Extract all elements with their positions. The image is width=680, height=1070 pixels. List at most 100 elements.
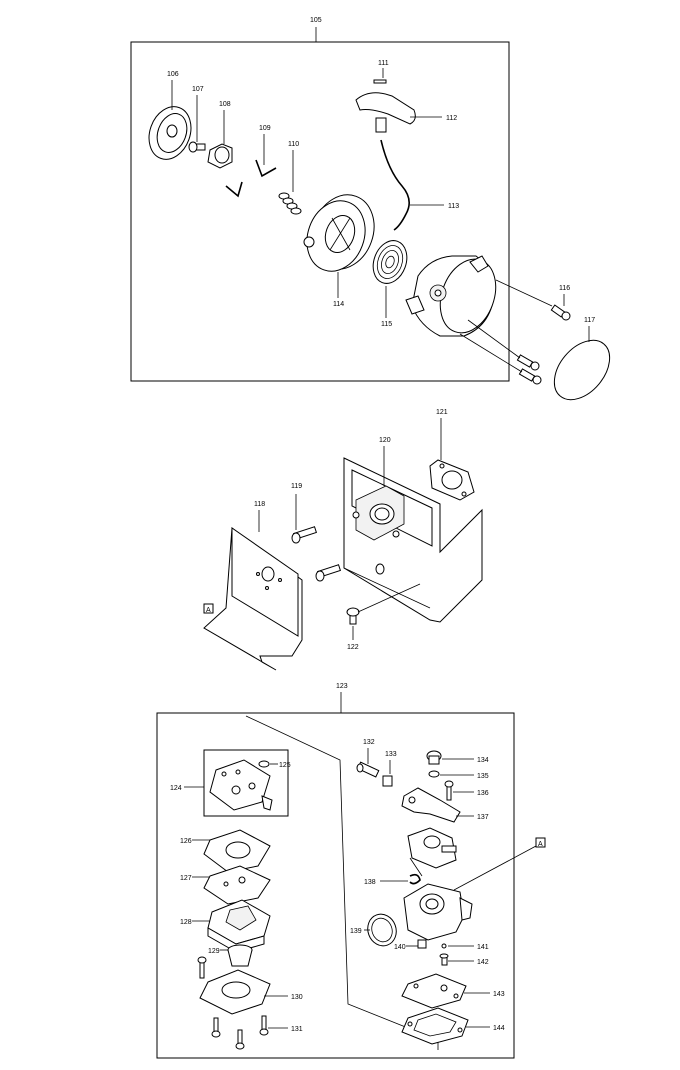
bolt-mount-lower bbox=[315, 564, 342, 582]
label-127: 127 bbox=[180, 875, 192, 882]
bolt-116 bbox=[550, 304, 571, 321]
clip-138 bbox=[409, 873, 421, 885]
guide-line bbox=[245, 715, 439, 1050]
label-139: 139 bbox=[350, 928, 362, 935]
pump-body-128 bbox=[207, 899, 271, 953]
marker-a-left-box bbox=[203, 603, 214, 614]
hex-key-109 bbox=[255, 159, 277, 178]
label-120: 120 bbox=[379, 437, 391, 444]
ball-141 bbox=[441, 943, 447, 949]
label-132: 132 bbox=[363, 739, 375, 746]
plug-140 bbox=[417, 939, 427, 949]
diaphragm-127 bbox=[203, 865, 271, 905]
label-112: 112 bbox=[446, 115, 457, 122]
starter-pulley-plate bbox=[148, 106, 192, 160]
label-110: 110 bbox=[288, 141, 299, 148]
label-133: 133 bbox=[385, 751, 397, 758]
throttle-body bbox=[407, 827, 457, 877]
label-141: 141 bbox=[477, 944, 489, 951]
mount-assembly-group: 118 A 119 120 bbox=[203, 409, 483, 671]
label-108: 108 bbox=[219, 101, 231, 108]
label-142: 142 bbox=[477, 959, 489, 966]
starter-rope-113 bbox=[380, 139, 410, 231]
o-ring-139 bbox=[367, 913, 397, 947]
label-107: 107 bbox=[192, 86, 204, 93]
ratchet-108 bbox=[207, 143, 233, 169]
label-130: 130 bbox=[291, 994, 303, 1001]
label-137: 137 bbox=[477, 814, 489, 821]
case-bolt-upper bbox=[516, 354, 540, 371]
diaphragm-143 bbox=[401, 973, 467, 1009]
bracket-120 bbox=[343, 457, 483, 623]
lever-137 bbox=[401, 787, 461, 823]
label-118: 118 bbox=[254, 501, 265, 508]
label-134: 134 bbox=[477, 757, 489, 764]
carburetor-body bbox=[403, 883, 473, 941]
carburetor-frame bbox=[156, 712, 515, 1059]
label-128: 128 bbox=[180, 919, 192, 926]
label-121: 121 bbox=[436, 409, 448, 416]
marker-a-right-box bbox=[535, 837, 546, 848]
heat-plate-118 bbox=[203, 527, 303, 671]
cover-screw-mid bbox=[235, 1029, 245, 1050]
spring-110 bbox=[278, 192, 302, 215]
screw-136 bbox=[444, 780, 454, 801]
label-109: 109 bbox=[259, 125, 271, 132]
kit-box-124 bbox=[203, 749, 289, 817]
label-105: 105 bbox=[310, 17, 322, 24]
label-136: 136 bbox=[477, 790, 489, 797]
starter-frame bbox=[130, 41, 510, 382]
label-131: 131 bbox=[291, 1026, 303, 1033]
screw-107 bbox=[188, 141, 206, 153]
case-bolt-lower bbox=[518, 368, 542, 385]
primer-bulb-129 bbox=[227, 944, 253, 967]
label-123: 123 bbox=[336, 683, 348, 690]
gasket-117 bbox=[553, 339, 611, 401]
cover-screw-left bbox=[211, 1017, 221, 1038]
label-138: 138 bbox=[364, 879, 376, 886]
screw-131 bbox=[259, 1015, 269, 1036]
label-125: 125 bbox=[279, 762, 291, 769]
starter-case bbox=[405, 255, 497, 337]
cover-screw-top bbox=[197, 956, 207, 979]
starter-handle-112 bbox=[355, 92, 416, 133]
label-135: 135 bbox=[477, 773, 489, 780]
knob-134 bbox=[426, 750, 442, 765]
label-129: 129 bbox=[208, 948, 220, 955]
label-114: 114 bbox=[333, 301, 344, 308]
label-144: 144 bbox=[493, 1025, 505, 1032]
pump-cover-in-kit bbox=[209, 759, 273, 811]
gasket-144 bbox=[401, 1007, 469, 1045]
nut-133 bbox=[382, 775, 393, 787]
label-122: 122 bbox=[347, 644, 359, 651]
screw-122 bbox=[346, 607, 360, 625]
pin-111 bbox=[373, 79, 387, 84]
label-113: 113 bbox=[448, 203, 459, 210]
marker-a-right: A bbox=[538, 841, 543, 848]
label-140: 140 bbox=[394, 944, 406, 951]
label-111: 111 bbox=[378, 60, 389, 67]
label-124: 124 bbox=[170, 785, 182, 792]
label-116: 116 bbox=[559, 285, 570, 292]
label-115: 115 bbox=[381, 321, 392, 328]
marker-a-left: A bbox=[206, 607, 211, 614]
label-143: 143 bbox=[493, 991, 505, 998]
washer-135 bbox=[428, 770, 440, 778]
primer-cover-130 bbox=[199, 969, 271, 1015]
label-117: 117 bbox=[584, 317, 595, 324]
gasket-126 bbox=[203, 829, 271, 873]
screw-132 bbox=[356, 761, 380, 778]
label-119: 119 bbox=[291, 483, 302, 490]
bolt-119 bbox=[291, 526, 318, 544]
label-126: 126 bbox=[180, 838, 192, 845]
hex-key-small bbox=[225, 181, 243, 198]
gasket-121 bbox=[429, 459, 475, 501]
starter-reel-114 bbox=[303, 194, 375, 272]
starter-assembly-group: 105 106 107 108 109 bbox=[130, 17, 611, 401]
carburetor-assembly-group: 123 124 125 126 12 bbox=[156, 683, 546, 1059]
jet-142 bbox=[439, 953, 449, 966]
spiral-spring-115 bbox=[372, 240, 408, 284]
screen-125 bbox=[258, 760, 270, 768]
label-106: 106 bbox=[167, 71, 179, 78]
